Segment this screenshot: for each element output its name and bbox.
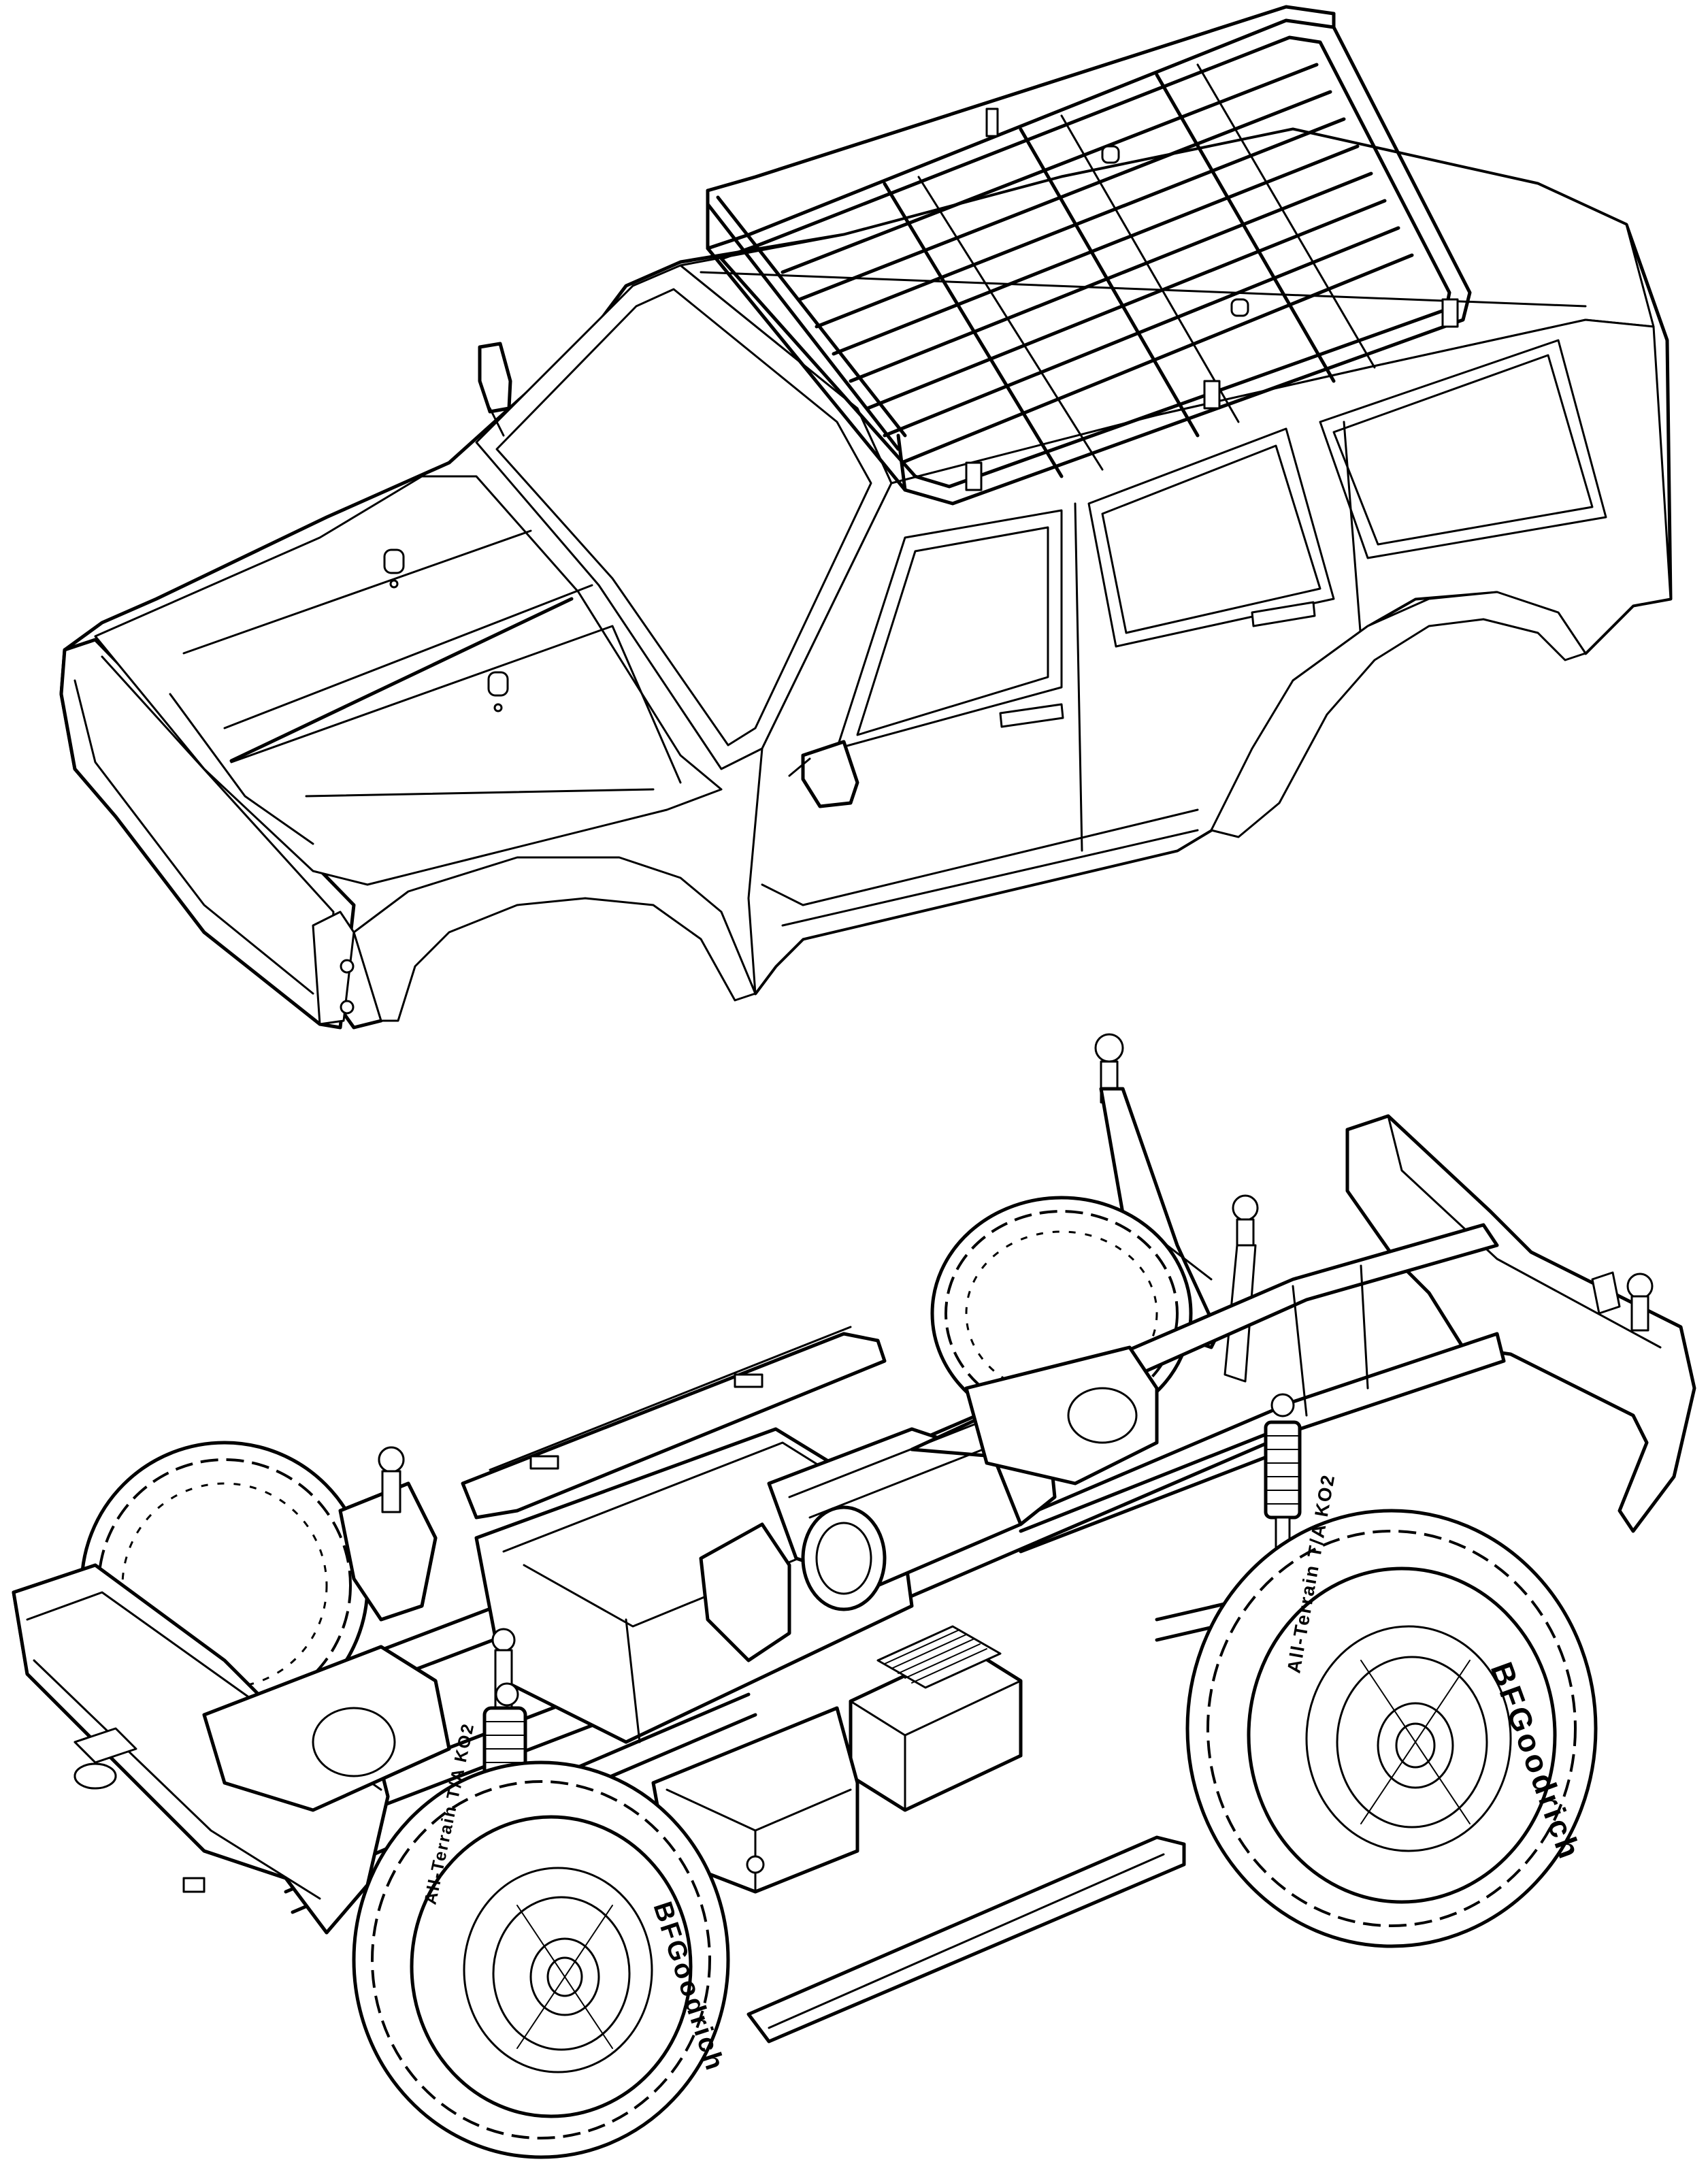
roof-rack-mount-clamps xyxy=(965,108,1459,491)
rear-bumper-post xyxy=(1626,1273,1654,1332)
side-mirror-right xyxy=(788,740,859,808)
hood-body-post-front xyxy=(383,548,405,589)
body-shell xyxy=(59,127,1673,1030)
front-door-handle xyxy=(999,703,1064,728)
rear-door-window xyxy=(1087,427,1335,648)
roof-rack xyxy=(706,5,1472,506)
rear-bumper xyxy=(1345,1114,1696,1533)
upper-battery-tray xyxy=(461,1332,887,1520)
side-mirror-left xyxy=(478,342,512,437)
rear-axle-links xyxy=(964,1345,1336,1642)
rear-left-tire: BFGoodrich All-Terrain T/A KO2 xyxy=(1185,1472,1598,1948)
esc-receiver-box xyxy=(849,1625,1023,1812)
rock-slider-lower xyxy=(746,1835,1186,2044)
rear-door-handle xyxy=(1251,601,1316,627)
front-right-tire: BFGoodrich All-Terrain T/A KO2 xyxy=(352,1721,730,2159)
front-fender-flare xyxy=(352,856,757,1022)
hood-body-post-rear xyxy=(487,671,509,712)
rear-fender-flare xyxy=(1210,591,1587,838)
roof-rack-top-rail xyxy=(706,5,1336,193)
transmission-motor xyxy=(699,1407,1057,1662)
chassis-assembly: BFGoodrich All-Terrain T/A KO2 BFGoodric… xyxy=(12,1033,1696,2159)
headlight-corner xyxy=(312,910,355,1025)
hood xyxy=(94,475,723,886)
roof-rack-outer-frame xyxy=(706,18,1472,506)
